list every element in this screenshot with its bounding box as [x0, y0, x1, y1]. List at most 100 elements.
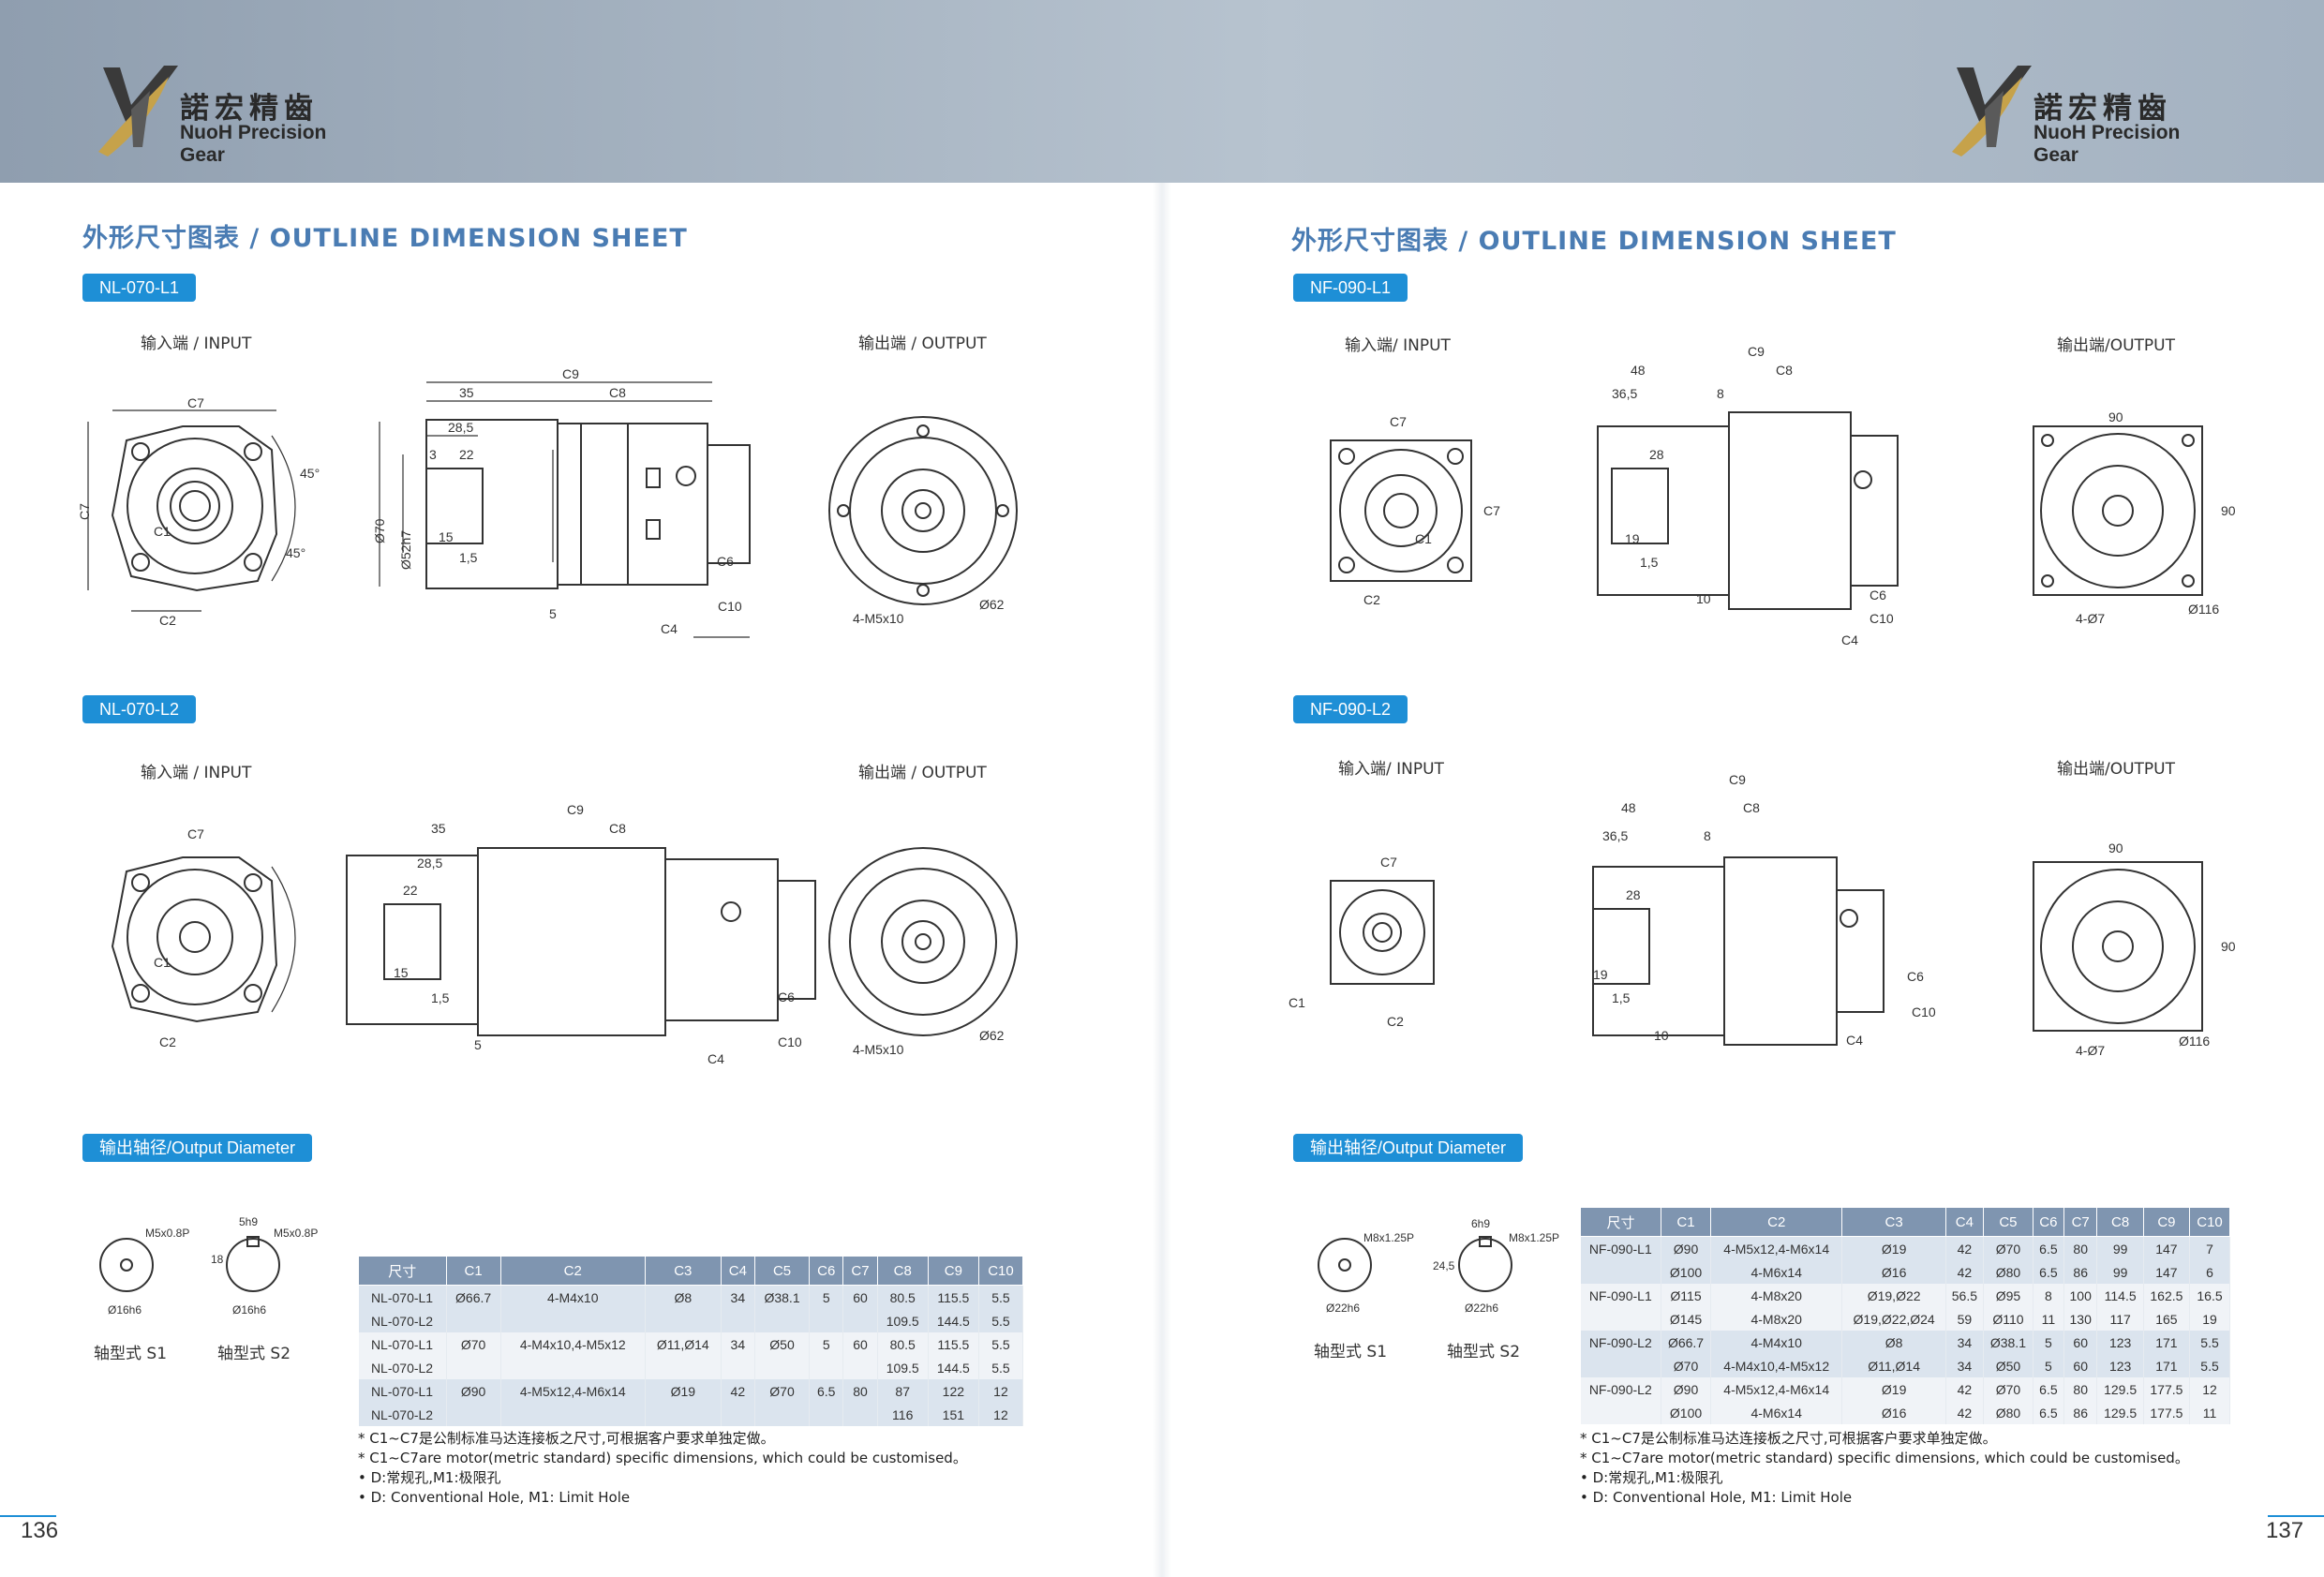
table-cell: 6 — [2189, 1260, 2230, 1284]
svg-text:19: 19 — [1593, 967, 1608, 982]
table-cell: 87 — [877, 1379, 929, 1403]
svg-text:8: 8 — [1704, 828, 1711, 843]
svg-text:28,5: 28,5 — [448, 420, 473, 435]
right-spec-table: 尺寸 C1 C2 C3 C4 C5 C6 C7 C8 C9 C10 NF-090… — [1579, 1207, 2230, 1424]
brand-en: NuoH Precision Gear — [180, 122, 327, 166]
table-cell: Ø8 — [645, 1285, 722, 1309]
left-shaft-s1-label: 轴型式 S1 — [94, 1345, 168, 1363]
table-cell: 80.5 — [877, 1332, 929, 1356]
svg-text:C8: C8 — [609, 385, 626, 400]
table-cell: 12 — [978, 1379, 1024, 1403]
brand-logo-left: 諾宏精齒 NuoH Precision Gear — [94, 58, 375, 166]
table-cell: 6.5 — [809, 1379, 844, 1403]
table-cell: 171 — [2143, 1354, 2191, 1377]
table-cell — [809, 1356, 844, 1379]
table-cell: 42 — [1945, 1236, 1984, 1260]
table-cell: 144.5 — [928, 1356, 979, 1379]
table-cell: 165 — [2143, 1307, 2191, 1331]
table-cell: Ø66.7 — [1661, 1331, 1711, 1354]
table-cell: 6.5 — [2033, 1236, 2064, 1260]
svg-text:1,5: 1,5 — [431, 990, 450, 1005]
table-cell: NF-090-L2 — [1580, 1331, 1662, 1354]
svg-text:C8: C8 — [1776, 363, 1793, 378]
table-cell: 12 — [2189, 1377, 2230, 1401]
svg-text:24,5: 24,5 — [1433, 1259, 1455, 1272]
table-cell: Ø19,Ø22 — [1841, 1284, 1946, 1307]
table-cell: 5 — [809, 1285, 844, 1309]
table-cell: 151 — [928, 1403, 979, 1426]
right-input-label-2: 输入端/ INPUT — [1338, 760, 1444, 779]
table-cell: 42 — [1945, 1401, 1984, 1424]
note-line: • D:常规孔,M1:极限孔 — [358, 1469, 501, 1486]
svg-text:10: 10 — [1654, 1028, 1669, 1043]
svg-text:C1: C1 — [154, 524, 171, 539]
svg-text:Ø116: Ø116 — [2179, 1034, 2210, 1049]
svg-text:5h9: 5h9 — [239, 1215, 258, 1228]
page-header — [0, 0, 2324, 183]
table-cell: 60 — [842, 1285, 878, 1309]
right-output-label-2: 输出端/OUTPUT — [2057, 760, 2176, 779]
table-cell — [842, 1403, 878, 1426]
col-header: C10 — [977, 1256, 1024, 1286]
table-cell — [500, 1356, 646, 1379]
svg-text:C8: C8 — [609, 821, 626, 836]
svg-text:48: 48 — [1621, 800, 1636, 815]
table-cell: Ø95 — [1983, 1284, 2034, 1307]
table-cell: 130 — [2063, 1307, 2098, 1331]
table-cell: Ø19 — [645, 1379, 722, 1403]
table-cell: 7 — [2189, 1236, 2230, 1260]
svg-text:6h9: 6h9 — [1471, 1217, 1490, 1230]
svg-text:35: 35 — [459, 385, 474, 400]
note-line: * C1~C7are motor(metric standard) specif… — [358, 1450, 967, 1466]
svg-text:10: 10 — [1696, 591, 1711, 606]
svg-text:28,5: 28,5 — [417, 855, 442, 870]
col-header: C6 — [2032, 1207, 2064, 1237]
right-sheet-title: 外形尺寸图表 / OUTLINE DIMENSION SHEET — [1291, 227, 1897, 256]
svg-text:C2: C2 — [1387, 1014, 1404, 1029]
table-cell: 115.5 — [928, 1285, 979, 1309]
col-header: C8 — [2096, 1207, 2144, 1237]
svg-text:36,5: 36,5 — [1602, 828, 1628, 843]
table-cell: 4-M4x10 — [1710, 1331, 1843, 1354]
table-cell: Ø11,Ø14 — [645, 1332, 722, 1356]
col-header: C8 — [876, 1256, 929, 1286]
svg-text:C6: C6 — [1870, 588, 1886, 603]
table-cell — [446, 1356, 501, 1379]
table-cell: 60 — [2063, 1354, 2098, 1377]
svg-text:19: 19 — [1625, 531, 1640, 546]
col-header: C10 — [2189, 1207, 2230, 1237]
svg-text:C4: C4 — [1841, 632, 1858, 647]
svg-text:4-Ø7: 4-Ø7 — [2076, 611, 2105, 626]
table-cell — [1580, 1354, 1662, 1377]
table-cell — [721, 1309, 755, 1332]
page-line-left — [0, 1515, 56, 1517]
table-cell: 109.5 — [877, 1356, 929, 1379]
logo-mark-icon — [1952, 66, 2032, 156]
brand-logo-right: 諾宏精齒 NuoH Precision Gear — [1947, 58, 2228, 166]
table-cell: NL-070-L1 — [358, 1379, 447, 1403]
note-line: • D: Conventional Hole, M1: Limit Hole — [358, 1489, 631, 1506]
table-cell: NF-090-L2 — [1580, 1377, 1662, 1401]
table-header-row: 尺寸 C1 C2 C3 C4 C5 C6 C7 C8 C9 C10 — [1579, 1207, 2230, 1237]
table-cell: NL-070-L2 — [358, 1356, 447, 1379]
table-cell: 115.5 — [928, 1332, 979, 1356]
table-cell — [645, 1309, 722, 1332]
table-cell: 6.5 — [2033, 1377, 2064, 1401]
svg-text:3: 3 — [429, 447, 437, 462]
svg-text:15: 15 — [439, 529, 454, 544]
table-cell: Ø50 — [754, 1332, 811, 1356]
svg-text:C1: C1 — [1415, 531, 1432, 546]
table-cell: Ø38.1 — [754, 1285, 811, 1309]
svg-text:22: 22 — [403, 883, 418, 898]
